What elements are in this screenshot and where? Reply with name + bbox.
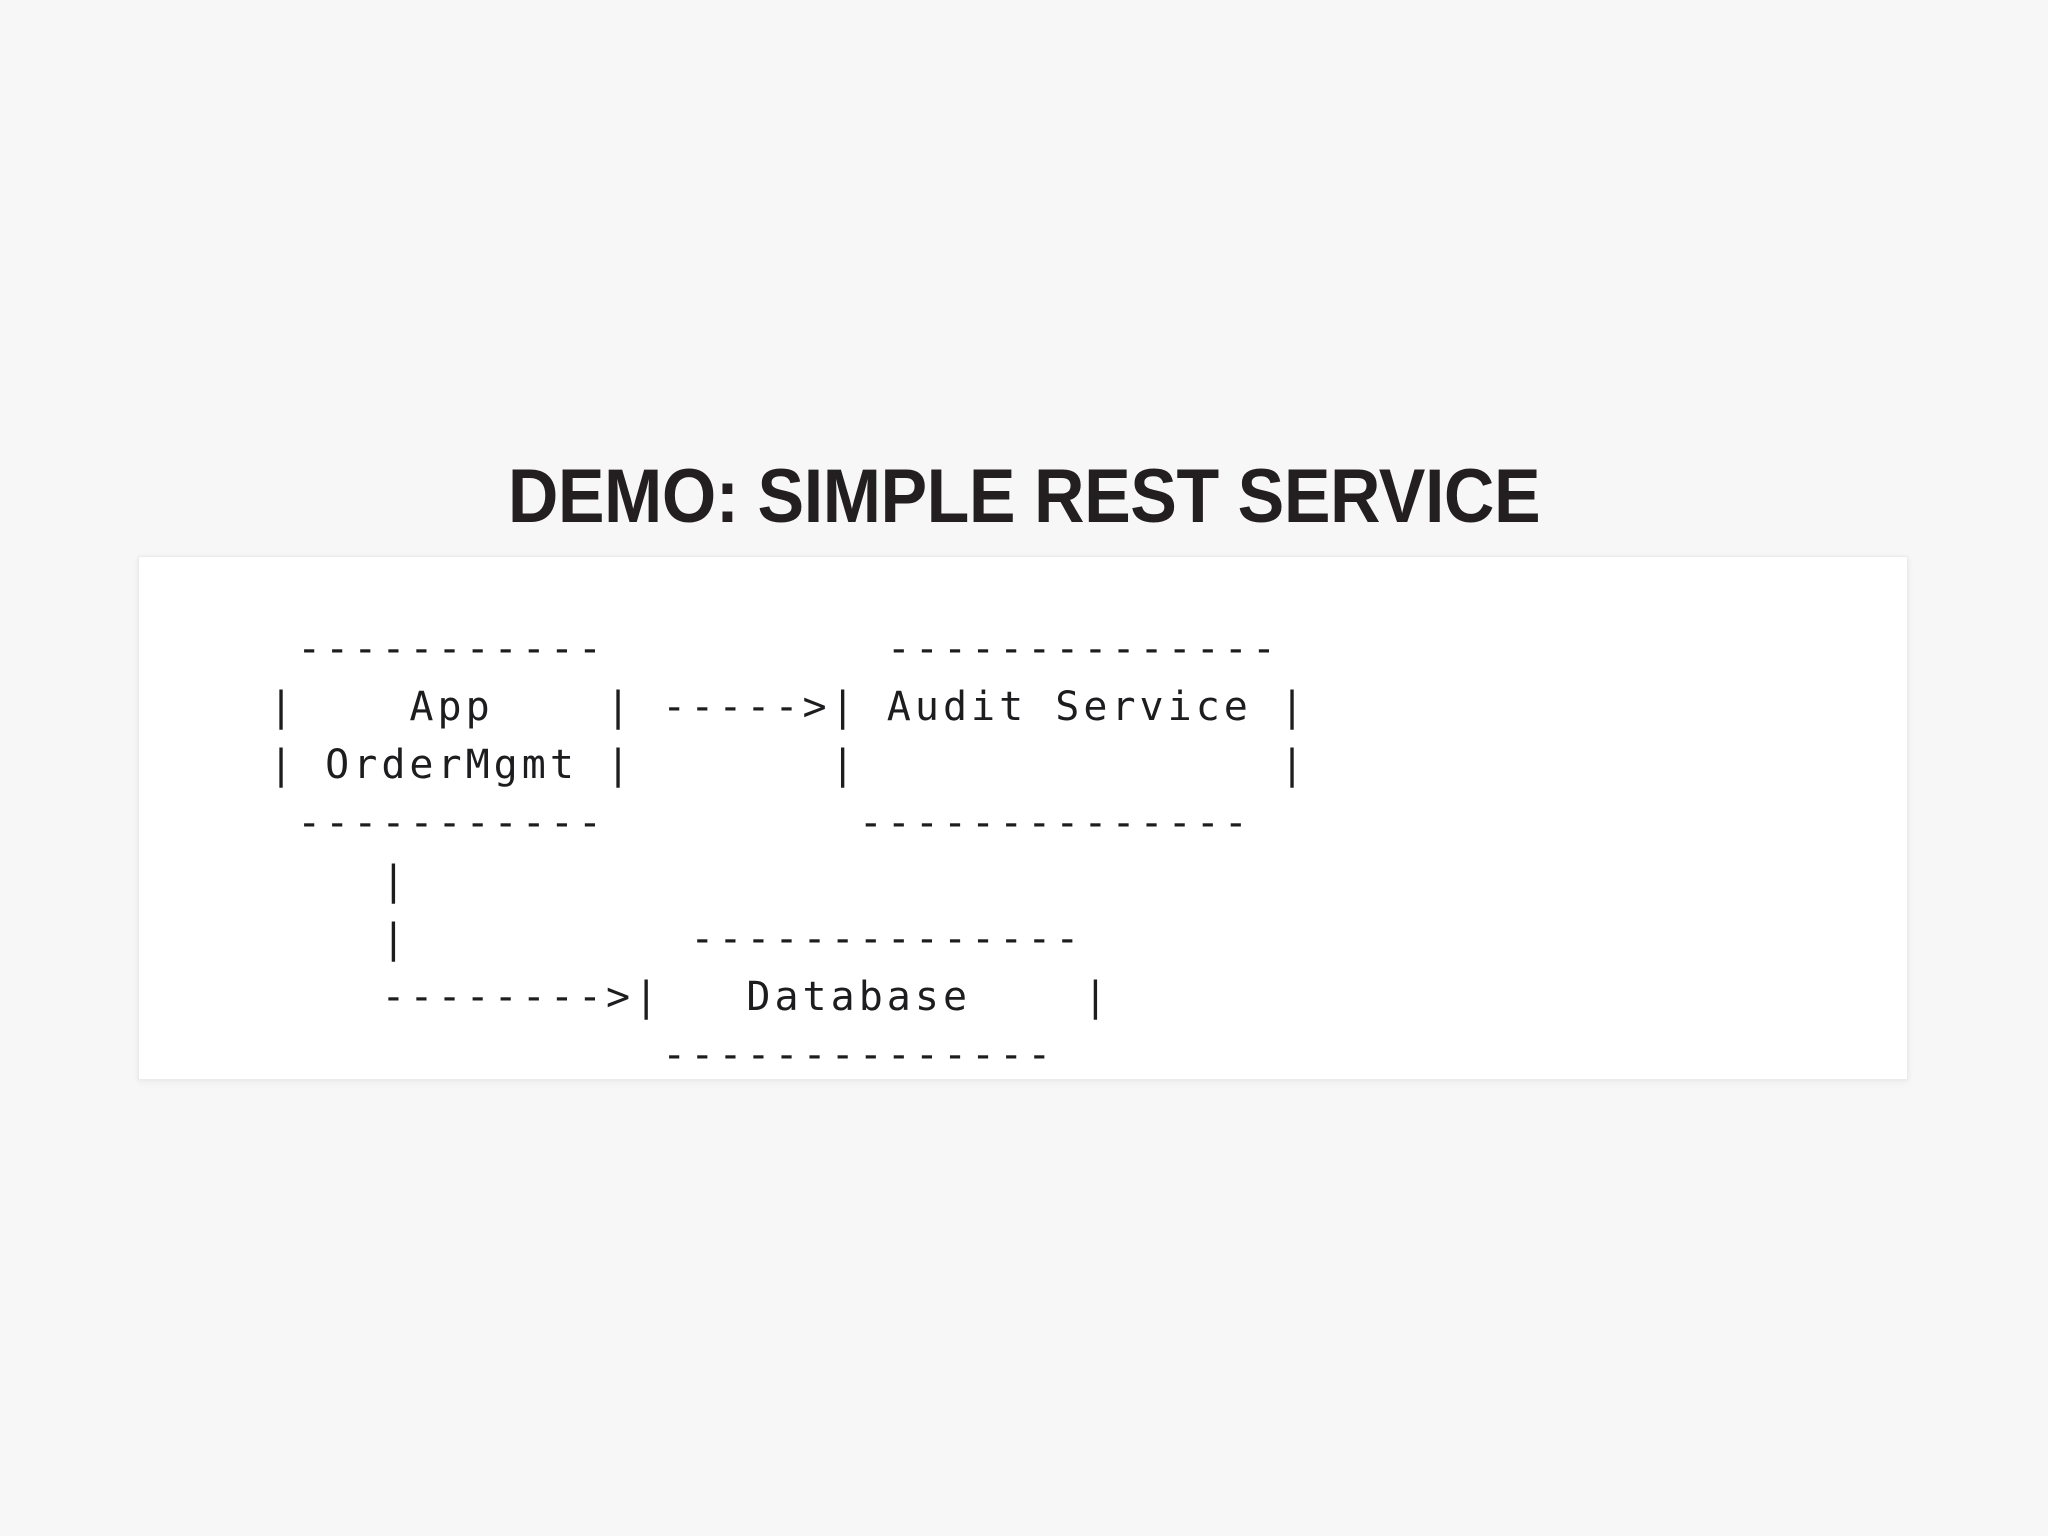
page-title: DEMO: SIMPLE REST SERVICE: [507, 453, 1541, 539]
ascii-architecture-diagram: ----------- -------------- | App | -----…: [269, 626, 1309, 1078]
diagram-card: ----------- -------------- | App | -----…: [138, 556, 1908, 1080]
